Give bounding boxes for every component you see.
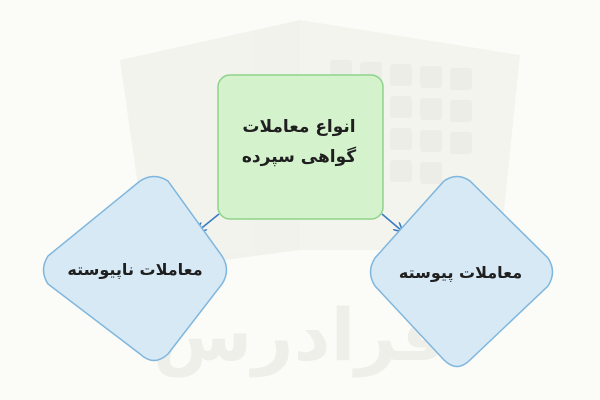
root-label-line-2: گواهی سپرده xyxy=(241,147,357,167)
root-node-label: انواع معاملات گواهی سپرده xyxy=(218,112,380,172)
right-diamond-node xyxy=(369,175,554,368)
root-label-line-1: انواع معاملات xyxy=(242,117,356,137)
right-node-label: معاملات پیوسته xyxy=(398,263,523,282)
left-diamond-node xyxy=(42,175,228,362)
arrow-root-to-right xyxy=(381,213,402,231)
root-node xyxy=(217,74,384,220)
left-node-label: معاملات ناپیوسته xyxy=(67,260,203,279)
